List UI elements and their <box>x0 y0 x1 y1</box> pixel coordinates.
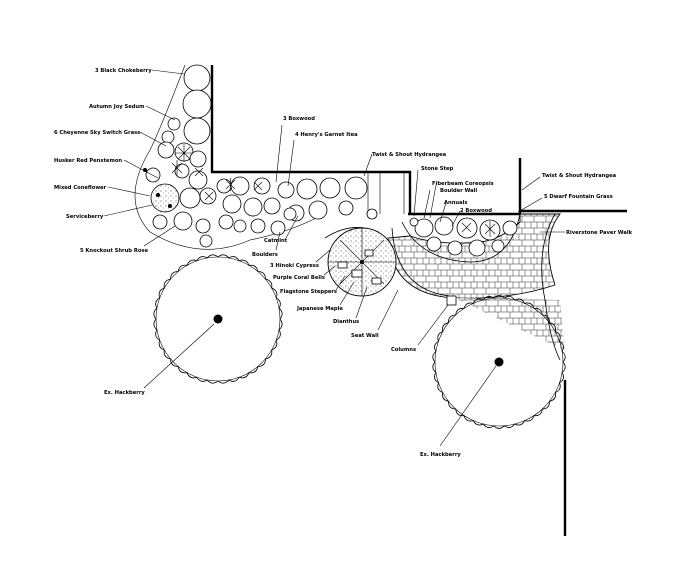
house-wall <box>210 65 627 536</box>
leader-lines <box>103 69 565 447</box>
label-dianthus: Dianthus <box>333 319 359 325</box>
label-flagstone-steppers: Flagstone Steppers <box>280 289 337 295</box>
label-twist-shout-hydrangea-left: Twist & Shout Hydrangea <box>372 152 447 158</box>
right-planting-bed <box>401 213 521 263</box>
ex-hackberry-tree-right <box>432 295 566 429</box>
label-boulder-wall: Boulder Wall <box>440 188 477 194</box>
label-boulders: Boulders <box>252 252 278 258</box>
label-seat-wall: Seat Wall <box>351 333 379 339</box>
label-japanese-maple: Japanese Maple <box>296 306 343 312</box>
label-henrys-garnet-itea: 4 Henry's Garnet Itea <box>295 132 358 138</box>
label-catmint: Catmint <box>264 238 288 244</box>
label-dwarf-fountain-grass: 5 Dwarf Fountain Grass <box>544 194 613 200</box>
label-mixed-coneflower: Mixed Coneflower <box>54 185 107 191</box>
label-purple-coral-bells: Purple Coral Bells <box>273 275 325 281</box>
label-ex-hackberry-right: Ex. Hackberry <box>420 452 461 458</box>
label-stone-step: Stone Step <box>421 166 454 172</box>
label-ex-hackberry-left: Ex. Hackberry <box>104 390 145 396</box>
plan-labels: 3 Black Chokeberry Autumn Joy Sedum 6 Ch… <box>54 68 633 458</box>
column <box>446 295 457 306</box>
label-black-chokeberry: 3 Black Chokeberry <box>95 68 152 74</box>
label-husker-red-penstemon: Husker Red Penstemon <box>54 158 122 164</box>
central-garden <box>324 227 397 297</box>
label-fiberbeam-coreopsis: Fiberbeam Coreopsis <box>432 181 494 187</box>
paver-walk <box>387 213 565 361</box>
seat-wall <box>391 227 451 297</box>
label-2-boxwood: 2 Boxwood <box>460 208 492 214</box>
label-serviceberry: Serviceberry <box>66 214 104 220</box>
label-columns: Columns <box>391 347 416 353</box>
label-riverstone-paver-walk: Riverstone Paver Walk <box>566 230 633 236</box>
label-annuals: Annuals <box>444 200 467 206</box>
label-3-boxwood: 3 Boxwood <box>283 116 315 122</box>
ex-hackberry-tree-left <box>153 254 283 384</box>
label-cheyenne-sky-switch-grass: 6 Cheyenne Sky Switch Grass <box>54 130 140 136</box>
left-planting-bed <box>134 64 378 250</box>
label-twist-shout-hydrangea-right: Twist & Shout Hydrangea <box>542 173 617 179</box>
label-autumn-joy-sedum: Autumn Joy Sedum <box>89 104 145 110</box>
label-knockout-shrub-rose: 5 Knockout Shrub Rose <box>80 248 148 254</box>
label-hinoki-cypress: 3 Hinoki Cypress <box>270 263 319 269</box>
